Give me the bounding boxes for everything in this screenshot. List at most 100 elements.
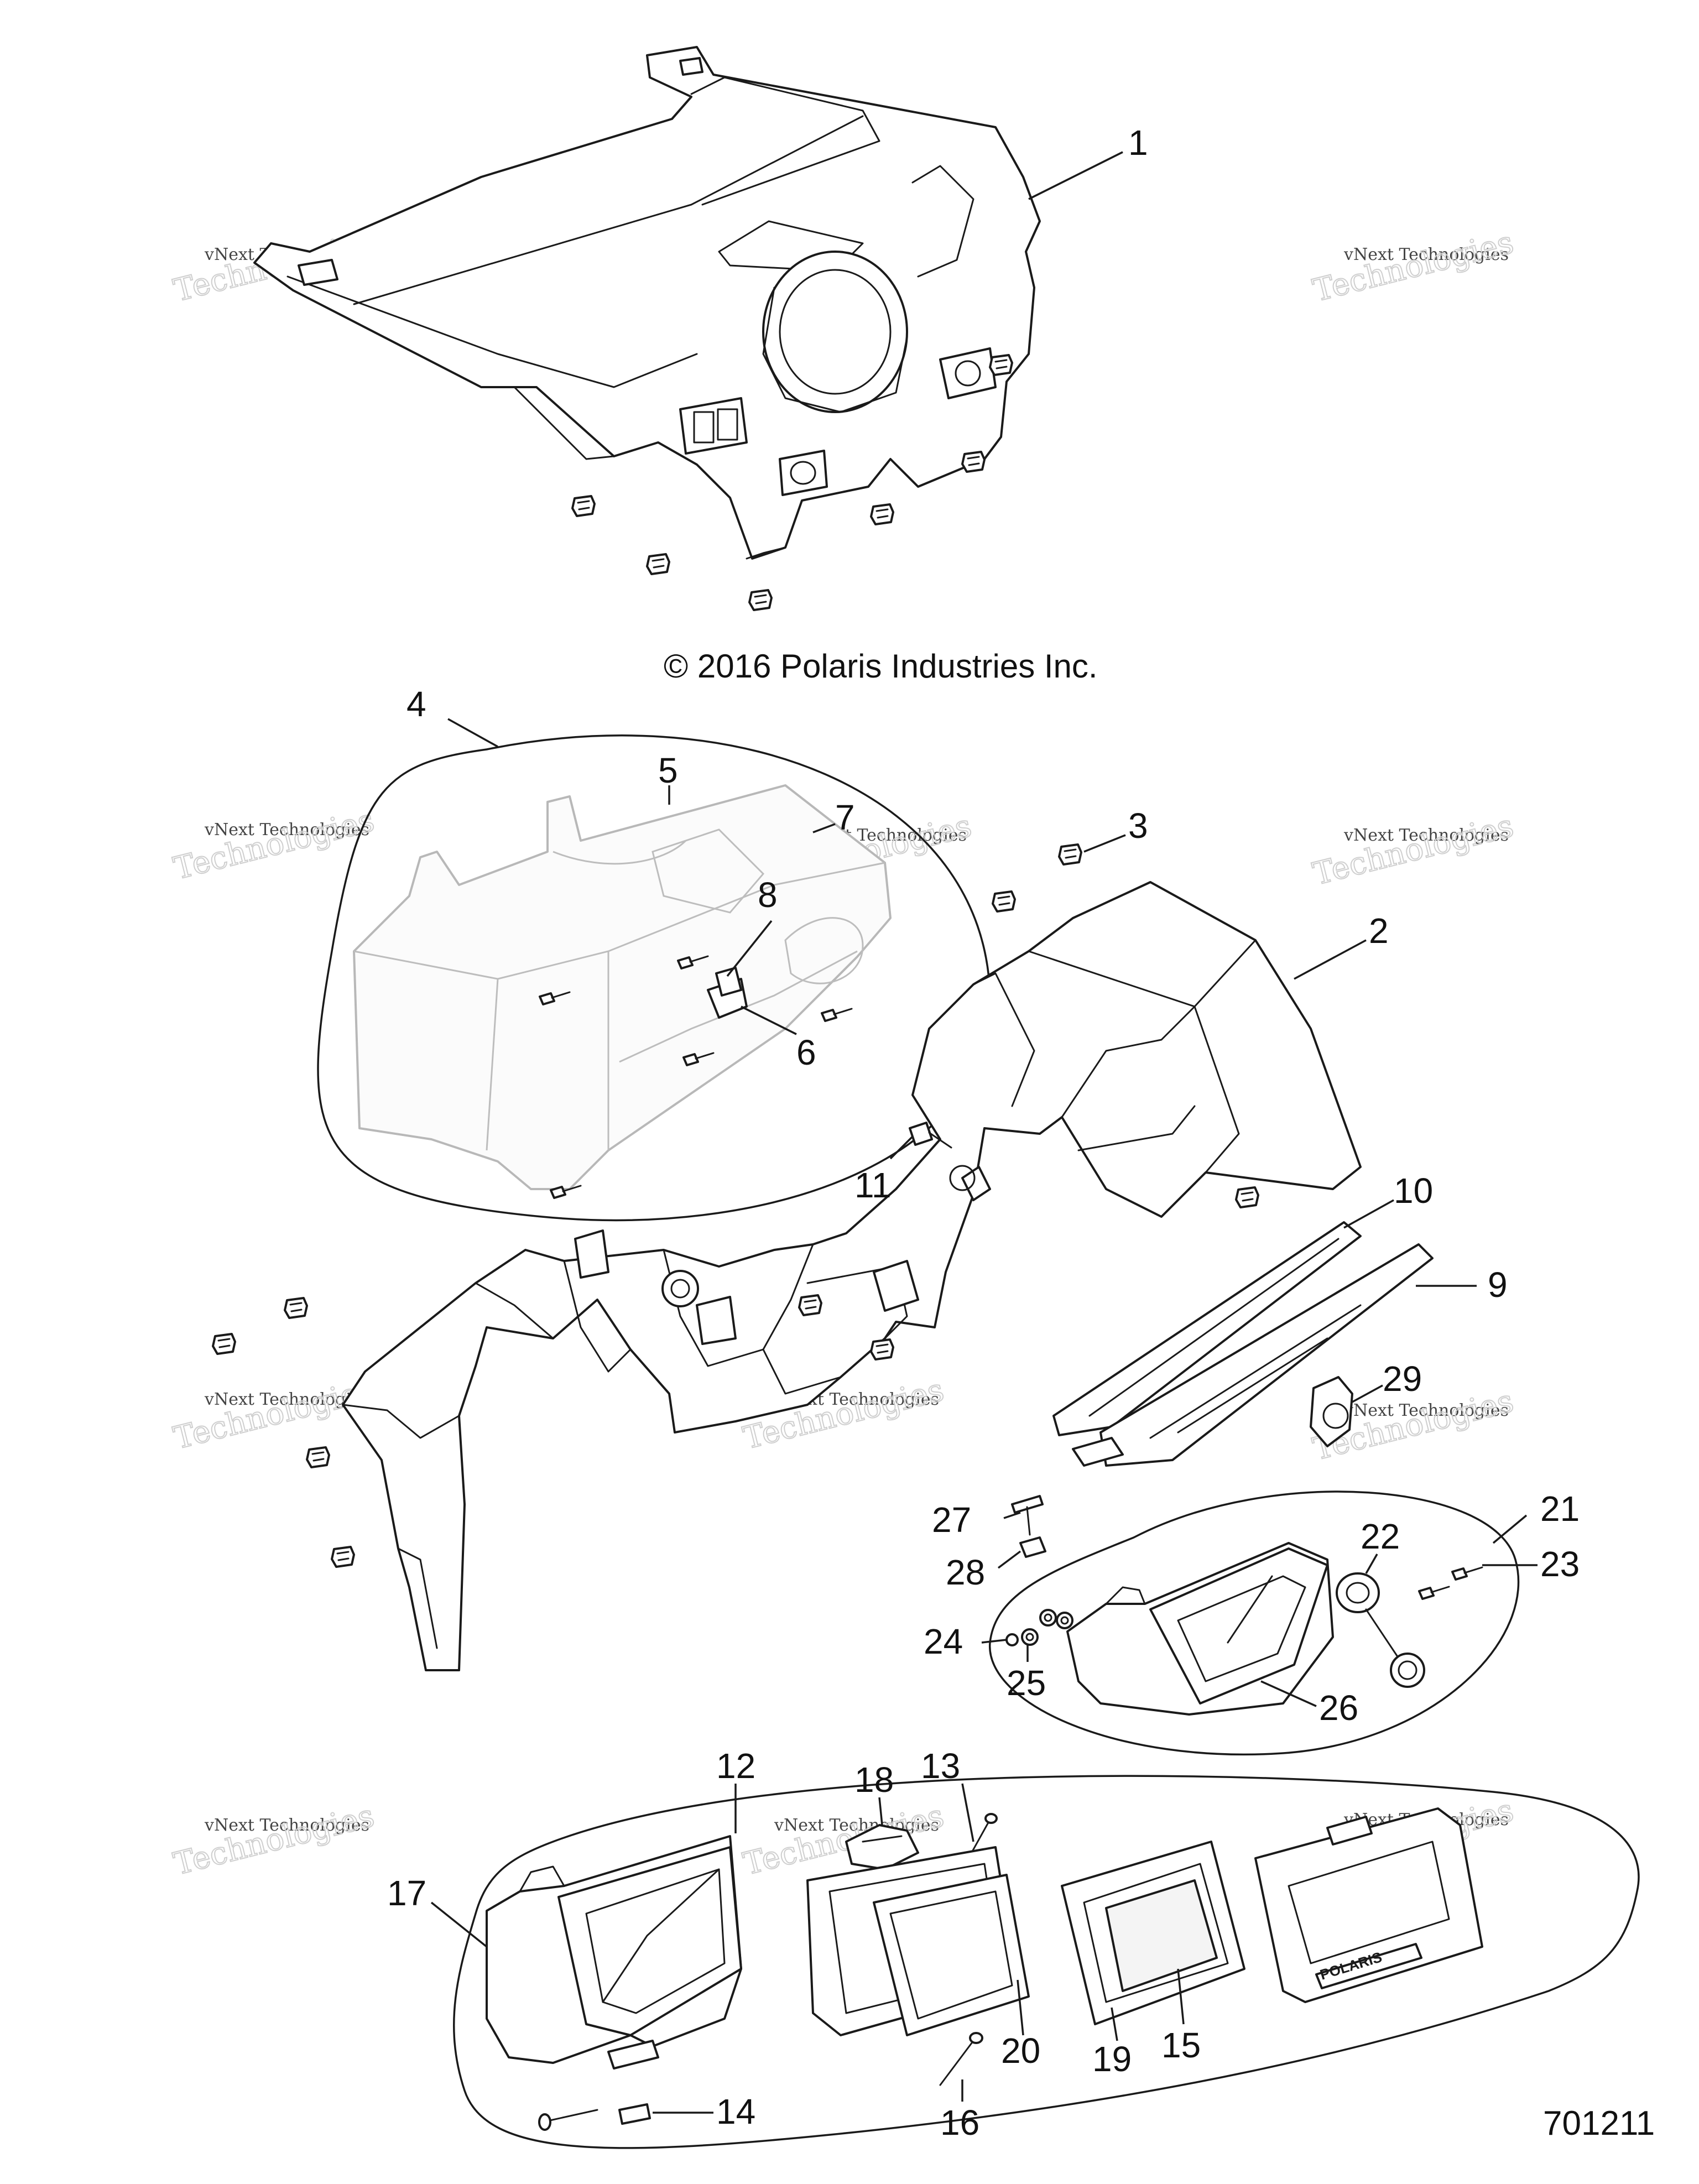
- bolt-11: [909, 1122, 952, 1149]
- leader-line: [726, 920, 773, 977]
- leader-line: [812, 823, 836, 833]
- leader-line: [1260, 1680, 1317, 1707]
- svg-text:Technologies: Technologies: [1310, 225, 1517, 309]
- clip-fastener: [1235, 1186, 1259, 1208]
- svg-text:Technologies: Technologies: [170, 1372, 378, 1457]
- leader-line: [1294, 939, 1367, 980]
- clip-fastener: [1058, 843, 1082, 866]
- callout-27: 27: [932, 1500, 971, 1540]
- leader-line: [889, 1135, 914, 1160]
- svg-text:vNext Technologies: vNext Technologies: [1343, 245, 1509, 264]
- leader-line: [1017, 1979, 1024, 2036]
- svg-text:Technologies: Technologies: [170, 1798, 378, 1883]
- svg-text:vNext Technologies: vNext Technologies: [204, 820, 369, 840]
- callout-24: 24: [924, 1622, 963, 1661]
- callout-4: 4: [406, 684, 426, 724]
- callout-23: 23: [1540, 1544, 1580, 1584]
- svg-text:Technologies: Technologies: [1310, 808, 1517, 893]
- clip-fastener: [992, 890, 1016, 913]
- svg-text:vNext Technologies: vNext Technologies: [1343, 826, 1509, 845]
- glove-box-door-9: [1072, 1243, 1434, 1467]
- watermark-lower-left: vNext Technologies Technologies: [170, 1372, 378, 1457]
- washer-25: [1021, 1609, 1073, 1646]
- latch-18: [845, 1824, 919, 1870]
- clip-fastener: [646, 553, 670, 575]
- callout-18: 18: [854, 1760, 894, 1800]
- clip-fastener: [284, 1297, 308, 1319]
- screw: [1418, 1586, 1450, 1600]
- callout-26: 26: [1319, 1688, 1358, 1728]
- svg-text:vNext Technologies: vNext Technologies: [204, 1390, 369, 1409]
- assembly-group-21: [989, 1490, 1520, 1756]
- callout-3: 3: [1128, 806, 1148, 846]
- watermark-top-right: vNext Technologies Technologies: [1309, 224, 1518, 310]
- leader-line: [997, 1550, 1022, 1569]
- leader-line: [1083, 834, 1126, 853]
- upper-dash-panel: [253, 46, 1041, 560]
- callout-21: 21: [1540, 1489, 1580, 1529]
- leader-line: [1343, 1199, 1394, 1229]
- screw: [1451, 1566, 1483, 1581]
- callout-17: 17: [387, 1873, 426, 1913]
- leader-line: [430, 1901, 488, 1948]
- callout-19: 19: [1092, 2039, 1132, 2079]
- leader-line: [1492, 1514, 1528, 1544]
- callout-28: 28: [946, 1552, 985, 1592]
- callout-14: 14: [716, 2092, 755, 2131]
- callout-8: 8: [758, 875, 778, 915]
- leader-line: [1177, 1968, 1185, 2025]
- callout-22: 22: [1361, 1516, 1400, 1556]
- bolt-14: [538, 2103, 651, 2131]
- watermark-bottom-left: vNext Technologies Technologies: [170, 1797, 378, 1883]
- trim-panel-10: [1052, 1221, 1362, 1436]
- clip-fastener: [870, 1338, 894, 1361]
- leader-line: [1028, 151, 1123, 200]
- leader-line: [741, 1005, 797, 1035]
- callout-25: 25: [1007, 1663, 1046, 1703]
- callout-5: 5: [658, 750, 678, 790]
- pin-16: [939, 2032, 983, 2086]
- assembly-group-12: [453, 1775, 1640, 2149]
- callout-10: 10: [1394, 1171, 1433, 1211]
- leader-line: [1003, 1511, 1021, 1519]
- callout-20: 20: [1001, 2031, 1040, 2071]
- push-pin-27: [1011, 1495, 1044, 1536]
- callout-12: 12: [716, 1746, 755, 1786]
- clip-fastener: [989, 354, 1013, 376]
- svg-text:vNext Technologies: vNext Technologies: [774, 1816, 939, 1835]
- leader-line: [878, 1797, 883, 1826]
- callout-16: 16: [940, 2103, 979, 2143]
- callout-6: 6: [796, 1033, 816, 1072]
- glove-box-bin-17: [486, 1835, 742, 2070]
- callout-9: 9: [1488, 1265, 1508, 1305]
- leader-line: [961, 1783, 974, 1842]
- clip-fastener: [748, 589, 773, 611]
- diagram-number: 701211: [1543, 2104, 1655, 2143]
- callout-29: 29: [1383, 1359, 1422, 1399]
- bracket-6: [707, 967, 748, 1019]
- power-socket-22: [1336, 1572, 1425, 1688]
- watermark-mid-right: vNext Technologies Technologies: [1309, 807, 1518, 893]
- callout-1: 1: [1128, 123, 1148, 163]
- callout-13: 13: [921, 1746, 960, 1786]
- glove-box-outer-door: POLARIS: [1254, 1807, 1483, 2003]
- callout-11: 11: [854, 1165, 891, 1205]
- leader-line: [447, 718, 498, 748]
- leader-line: [1111, 2007, 1118, 2041]
- clip-fastener: [798, 1294, 822, 1316]
- clip-fastener: [331, 1546, 355, 1568]
- leader-line: [1352, 1384, 1383, 1403]
- copyright-notice: © 2016 Polaris Industries Inc.: [664, 648, 1098, 685]
- clip-28: [1019, 1536, 1046, 1558]
- svg-text:vNext Technologies: vNext Technologies: [204, 1816, 369, 1835]
- clip-fastener: [571, 495, 596, 517]
- assembly-group-4: [317, 734, 991, 1222]
- bolt: [821, 1008, 853, 1022]
- clip-fastener: [961, 451, 986, 473]
- leader-line: [1365, 1554, 1378, 1574]
- callout-7: 7: [835, 798, 855, 837]
- svg-text:vNext Technologies: vNext Technologies: [1343, 1401, 1509, 1420]
- latch-29: [1310, 1376, 1353, 1447]
- nut-24: [1005, 1633, 1019, 1646]
